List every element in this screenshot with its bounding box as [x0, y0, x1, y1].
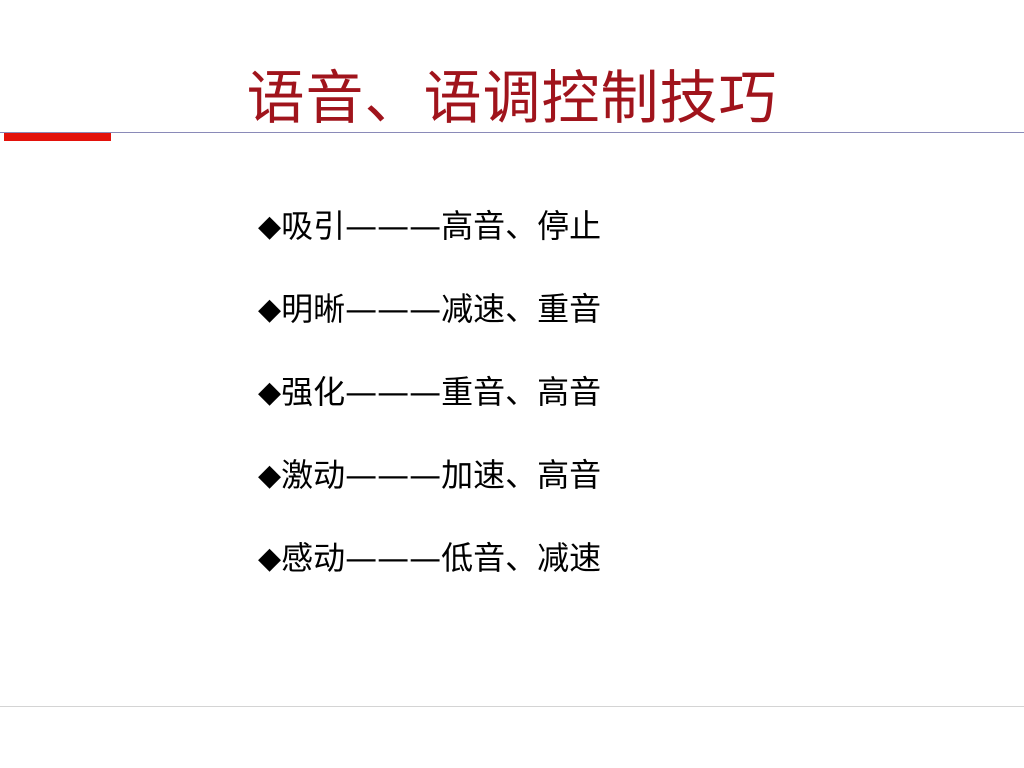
diamond-bullet-icon: ◆	[258, 375, 282, 410]
bullet-topic: 激动	[281, 456, 346, 494]
bullet-item: ◆激动———加速、高音	[258, 449, 778, 532]
diamond-bullet-icon: ◆	[258, 209, 282, 244]
bullet-technique: 低音、减速	[441, 539, 602, 577]
bullet-separator: ———	[345, 456, 442, 494]
bullet-item: ◆吸引———高音、停止	[258, 200, 778, 283]
bullet-list: ◆吸引———高音、停止 ◆明晰———减速、重音 ◆强化———重音、高音 ◆激动—…	[258, 200, 778, 615]
bullet-technique: 重音、高音	[441, 373, 602, 411]
bullet-item: ◆感动———低音、减速	[258, 532, 778, 615]
bullet-topic: 强化	[281, 373, 346, 411]
bullet-topic: 感动	[281, 539, 346, 577]
bullet-item: ◆明晰———减速、重音	[258, 283, 778, 366]
bullet-separator: ———	[345, 373, 442, 411]
bullet-technique: 高音、停止	[441, 207, 602, 245]
diamond-bullet-icon: ◆	[258, 458, 282, 493]
bullet-separator: ———	[345, 207, 442, 245]
bullet-technique: 加速、高音	[441, 456, 602, 494]
bullet-separator: ———	[345, 539, 442, 577]
header-rule-line	[0, 132, 1024, 133]
slide-title: 语音、语调控制技巧	[246, 64, 778, 132]
bullet-separator: ———	[345, 290, 442, 328]
bullet-item: ◆强化———重音、高音	[258, 366, 778, 449]
footer-rule-line	[0, 706, 1024, 707]
diamond-bullet-icon: ◆	[258, 541, 282, 576]
bullet-topic: 明晰	[281, 290, 346, 328]
bullet-topic: 吸引	[281, 207, 346, 245]
header-accent-bar	[4, 133, 111, 141]
diamond-bullet-icon: ◆	[258, 292, 282, 327]
bullet-technique: 减速、重音	[441, 290, 602, 328]
